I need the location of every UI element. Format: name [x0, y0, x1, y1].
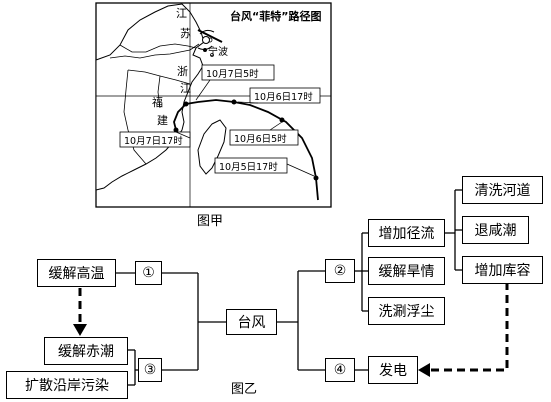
label-box: [119, 131, 191, 148]
province-label-zhejiang-2: 江: [180, 82, 191, 95]
map-title: 台风“菲特”路径图: [230, 9, 321, 23]
track-point: [183, 101, 189, 107]
label-leader: [237, 101, 259, 104]
box-circle-2: ②: [325, 259, 355, 283]
label-leader: [175, 131, 191, 139]
box-typhoon-center: 台风: [226, 309, 277, 335]
track-label-oct6-17h: 10月6日17时: [254, 91, 313, 103]
box-increase-storage: 增加库容: [462, 256, 543, 284]
label-box: [249, 87, 321, 104]
box-relieve-red-tide: 缓解赤潮: [44, 337, 128, 365]
province-boundary: [123, 69, 147, 165]
taiwan-island: [197, 119, 227, 175]
box-increase-runoff: 增加径流: [368, 219, 445, 247]
label-leader: [269, 121, 283, 131]
typhoon-track-earlier: [315, 177, 319, 201]
label-leader: [286, 163, 315, 177]
track-point: [279, 117, 285, 123]
label-box: [201, 64, 275, 81]
ningbo-city-dot: [203, 48, 207, 52]
label-leader: [195, 79, 211, 101]
province-boundary: [157, 75, 161, 109]
track-label-oct7-5h: 10月7日5时: [206, 68, 259, 80]
track-label-oct6-5h: 10月6日5时: [234, 133, 287, 145]
arrowhead-down: [73, 324, 87, 336]
track-label-oct5-17h: 10月5日17时: [219, 161, 278, 173]
province-label-fujian-2: 建: [157, 113, 168, 127]
city-marker-arrow: [197, 29, 223, 43]
province-boundary: [119, 43, 197, 53]
city-label-ningbo: 宁波: [208, 45, 228, 58]
province-label-zhejiang-1: 浙: [177, 65, 188, 78]
figure-a-caption: 图甲: [197, 214, 224, 229]
track-label-oct7-17h: 10月7日17时: [124, 135, 183, 147]
box-retreat-salt-tide: 退咸潮: [462, 216, 529, 244]
box-relieve-drought: 缓解旱情: [368, 257, 445, 285]
label-box: [229, 129, 299, 146]
box-power: 发电: [368, 356, 418, 384]
box-wash-dust: 洗涮浮尘: [368, 297, 445, 325]
province-label-jiangsu-2: 苏: [180, 27, 191, 40]
track-point: [173, 127, 179, 133]
box-circle-1: ①: [135, 261, 162, 285]
box-clean-river: 清洗河道: [462, 176, 543, 204]
box-spread-pollution: 扩散沿岸污染: [6, 371, 128, 399]
figure-b-caption: 图乙: [231, 382, 258, 397]
track-point: [231, 99, 237, 105]
box-circle-4: ④: [325, 358, 355, 382]
dashed-arrow-storage-to-power: [428, 282, 509, 372]
label-box: [214, 157, 288, 174]
track-point: [313, 175, 319, 181]
box-relieve-heat: 缓解高温: [37, 259, 116, 287]
arrowhead-left: [418, 363, 430, 377]
box-circle-3: ③: [138, 358, 162, 382]
province-label-jiangsu-1: 江: [176, 7, 187, 20]
province-label-fujian-1: 福: [152, 95, 163, 109]
island: [210, 53, 214, 57]
